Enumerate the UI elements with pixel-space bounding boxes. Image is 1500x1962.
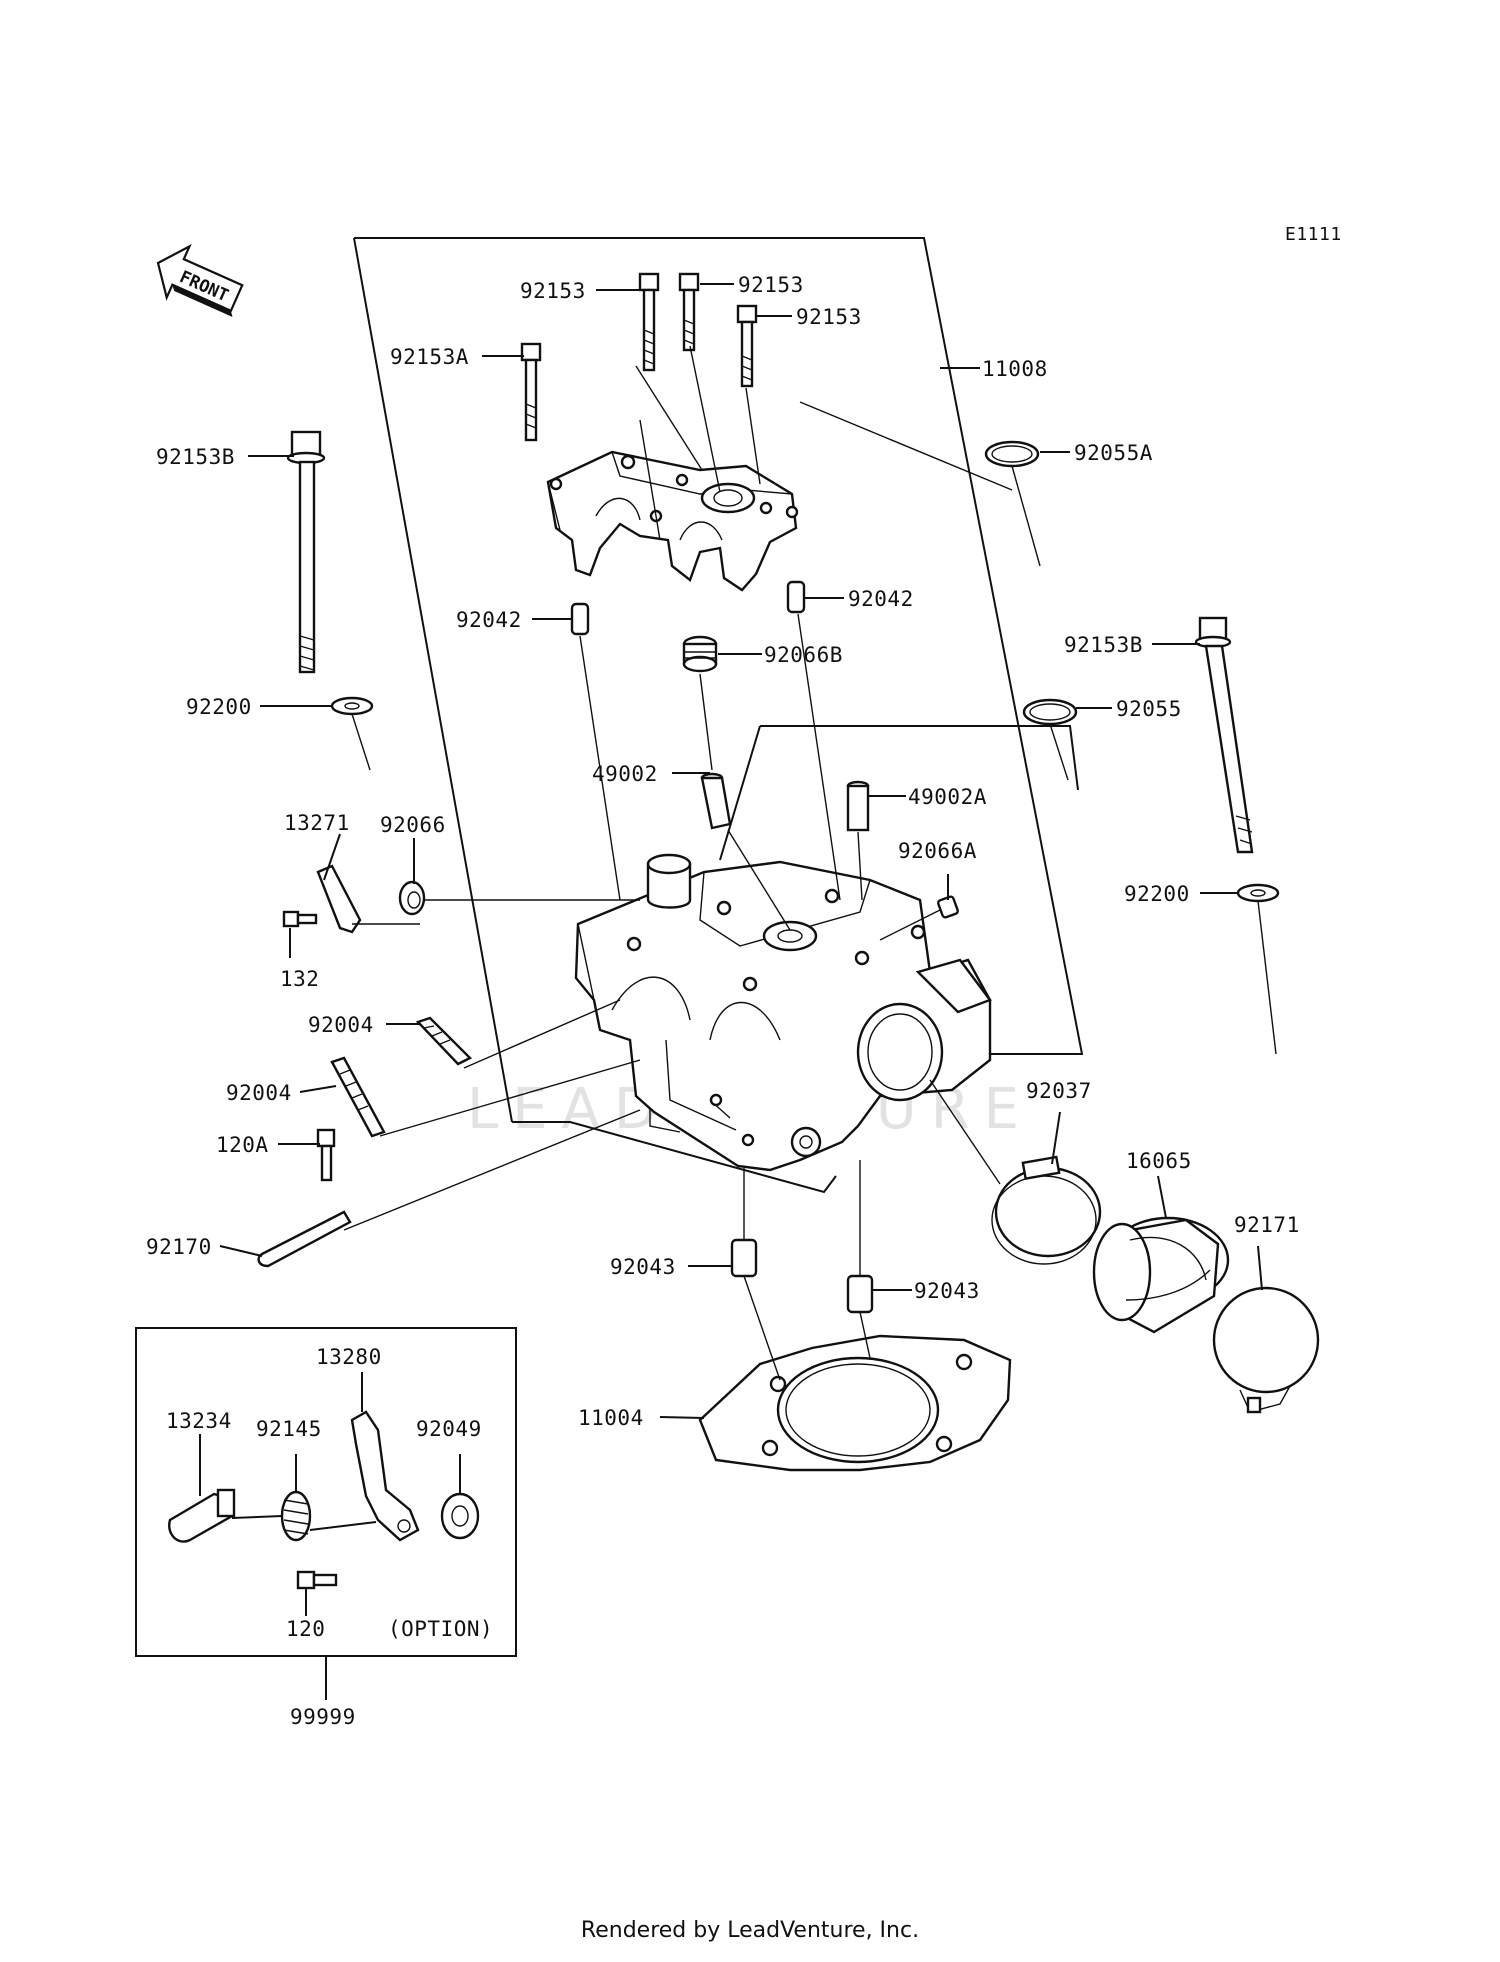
arm-13280 xyxy=(350,1410,420,1542)
bolt-92153-right xyxy=(736,304,758,388)
bolt-120 xyxy=(296,1570,338,1590)
label-92153: 92153 xyxy=(738,273,804,297)
label-92042: 92042 xyxy=(456,608,522,632)
label-120: 120 xyxy=(286,1617,325,1641)
option-label: (OPTION) xyxy=(388,1617,493,1641)
label-92145: 92145 xyxy=(256,1417,322,1441)
label-13280: 13280 xyxy=(316,1345,382,1369)
label-120A: 120A xyxy=(216,1133,269,1157)
label-92171: 92171 xyxy=(1234,1213,1300,1237)
label-92153B: 92153B xyxy=(1064,633,1143,657)
label-92200: 92200 xyxy=(1124,882,1190,906)
label-92066B: 92066B xyxy=(764,643,843,667)
label-99999: 99999 xyxy=(290,1705,356,1729)
label-92153B: 92153B xyxy=(156,445,235,469)
part-labels: 92153 92153 92153 92153A 11008 92055A 92… xyxy=(146,273,1300,1729)
dowel-92043-left xyxy=(730,1238,758,1278)
label-92055A: 92055A xyxy=(1074,441,1153,465)
plate-92170 xyxy=(257,1210,352,1268)
label-16065: 16065 xyxy=(1126,1149,1192,1173)
label-92055: 92055 xyxy=(1116,697,1182,721)
leader-lines xyxy=(199,283,1277,1700)
dowel-92043-right xyxy=(846,1274,874,1314)
bolt-132 xyxy=(282,910,318,928)
bolt-92153A xyxy=(520,342,542,442)
label-92004: 92004 xyxy=(308,1013,374,1037)
label-92200: 92200 xyxy=(186,695,252,719)
head-gasket-11004 xyxy=(698,1334,1012,1472)
cylinder-head xyxy=(574,853,992,1172)
washer-92200-right xyxy=(1236,883,1280,903)
bearing-92049 xyxy=(440,1492,480,1540)
label-49002A: 49002A xyxy=(908,785,987,809)
seal-92066 xyxy=(398,880,426,916)
label-92037: 92037 xyxy=(1026,1079,1092,1103)
label-92153A: 92153A xyxy=(390,345,469,369)
label-13271: 13271 xyxy=(284,811,350,835)
oil-seal-92066B xyxy=(682,635,718,673)
bolt-92153-center xyxy=(678,272,700,352)
front-arrow-icon: FRONT xyxy=(156,243,244,317)
clamp-92171 xyxy=(1212,1286,1320,1414)
label-11004: 11004 xyxy=(578,1406,644,1430)
spring-92145 xyxy=(280,1490,312,1542)
stud-92153B-right xyxy=(1194,616,1254,854)
dowel-92042-left xyxy=(570,602,590,636)
label-92043: 92043 xyxy=(914,1279,980,1303)
label-92049: 92049 xyxy=(416,1417,482,1441)
label-92153: 92153 xyxy=(520,279,586,303)
intake-boot-16065 xyxy=(1092,1216,1230,1334)
plate-13271 xyxy=(316,864,362,934)
bolt-92153-left xyxy=(638,272,660,372)
cap-92066A xyxy=(937,895,959,919)
valve-guide-49002 xyxy=(700,772,732,830)
part-13234 xyxy=(168,1488,236,1543)
washer-92200-left xyxy=(330,696,374,716)
label-92066A: 92066A xyxy=(898,839,977,863)
label-13234: 13234 xyxy=(166,1409,232,1433)
stud-92004-lower xyxy=(330,1056,386,1138)
clamp-92037 xyxy=(991,1155,1102,1265)
label-92153: 92153 xyxy=(796,305,862,329)
bolt-120A xyxy=(316,1128,336,1182)
dowel-92042-right xyxy=(786,580,806,614)
stud-92004-upper xyxy=(415,1016,473,1066)
label-92066: 92066 xyxy=(380,813,446,837)
valve-guide-49002A xyxy=(846,780,870,832)
diagram-code: E1111 xyxy=(1285,224,1342,245)
label-92042: 92042 xyxy=(848,587,914,611)
label-92004: 92004 xyxy=(226,1081,292,1105)
label-11008: 11008 xyxy=(982,357,1048,381)
camshaft-cap xyxy=(546,450,799,592)
footer-credit: Rendered by LeadVenture, Inc. xyxy=(580,1918,920,1943)
label-49002: 49002 xyxy=(592,762,658,786)
label-92170: 92170 xyxy=(146,1235,212,1259)
label-92043: 92043 xyxy=(610,1255,676,1279)
label-132: 132 xyxy=(280,967,319,991)
stud-92153B-left xyxy=(286,430,326,674)
